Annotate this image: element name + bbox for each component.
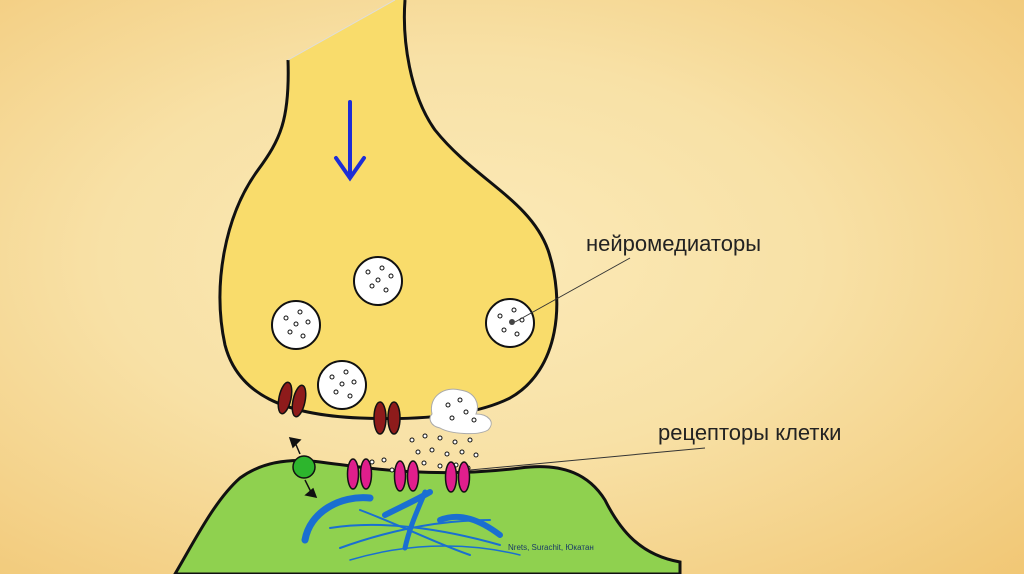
receptor-leader-line: [469, 447, 706, 471]
postsynaptic-cell: [173, 459, 682, 574]
image-credit: Nrets, Surachit, Юкатан: [508, 543, 594, 552]
presynaptic-channel: [277, 381, 307, 418]
vesicle: [485, 298, 535, 348]
bidirectional-arrow-icon: [288, 437, 318, 499]
neurotransmitters-label: нейромедиаторы: [586, 231, 762, 256]
presynaptic-terminal: [220, 0, 557, 419]
releasing-vesicle: [429, 388, 492, 435]
transporter: [292, 455, 316, 479]
down-arrow-icon: [334, 100, 366, 182]
vesicle: [353, 256, 403, 306]
receptors-label: рецепторы клетки: [658, 420, 842, 445]
receptor: [444, 461, 471, 493]
receptor: [393, 460, 420, 492]
receptor: [346, 458, 373, 490]
vesicle: [317, 360, 367, 410]
presynaptic-channel: [373, 401, 401, 435]
neurotransmitter-leader-line: [514, 257, 631, 323]
cytoskeleton-filaments: [301, 489, 521, 561]
vesicle: [271, 300, 321, 350]
neurotransmitter-molecules: [369, 433, 479, 473]
